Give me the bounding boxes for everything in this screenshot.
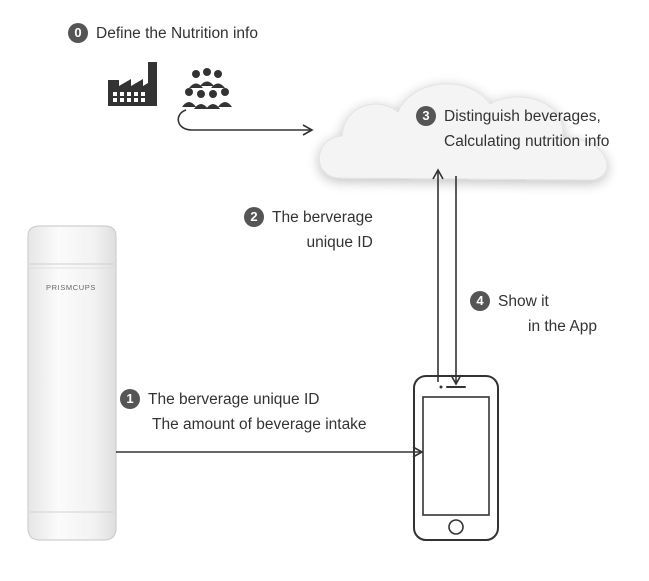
step-0-line-1: Define the Nutrition info <box>96 25 258 42</box>
smartphone-icon <box>413 375 499 541</box>
smart-bottle-icon <box>27 225 117 541</box>
step-0-badge: 0 <box>68 23 88 43</box>
factory-icon <box>108 62 157 106</box>
step-1-line-1: The berverage unique ID <box>148 391 320 408</box>
step-1-label: 1 The berverage unique ID The amount of … <box>120 387 367 437</box>
step-2-label: 2 The berverage unique ID <box>244 205 373 255</box>
step-4-line-2: in the App <box>528 318 597 335</box>
step-2-line-2: unique ID <box>306 234 373 251</box>
people-group-icon <box>182 68 232 109</box>
step-2-line-1: The berverage <box>272 209 373 226</box>
arrow-step-0 <box>177 109 314 136</box>
step-3-badge: 3 <box>416 106 436 126</box>
step-1-badge: 1 <box>120 389 140 409</box>
cloud-icon <box>318 83 608 181</box>
step-4-line-1: Show it <box>498 293 549 310</box>
step-4-badge: 4 <box>470 291 490 311</box>
step-3-line-2: Calculating nutrition info <box>444 133 610 150</box>
step-3-line-1: Distinguish beverages, <box>444 108 601 125</box>
step-4-label: 4 Show it in the App <box>470 289 597 339</box>
step-0-label: 0 Define the Nutrition info <box>68 21 258 46</box>
step-2-badge: 2 <box>244 207 264 227</box>
bottle-brand-label: PRISMCUPS <box>46 283 96 292</box>
step-1-line-2: The amount of beverage intake <box>152 416 367 433</box>
step-3-label: 3 Distinguish beverages, Calculating nut… <box>416 104 609 154</box>
